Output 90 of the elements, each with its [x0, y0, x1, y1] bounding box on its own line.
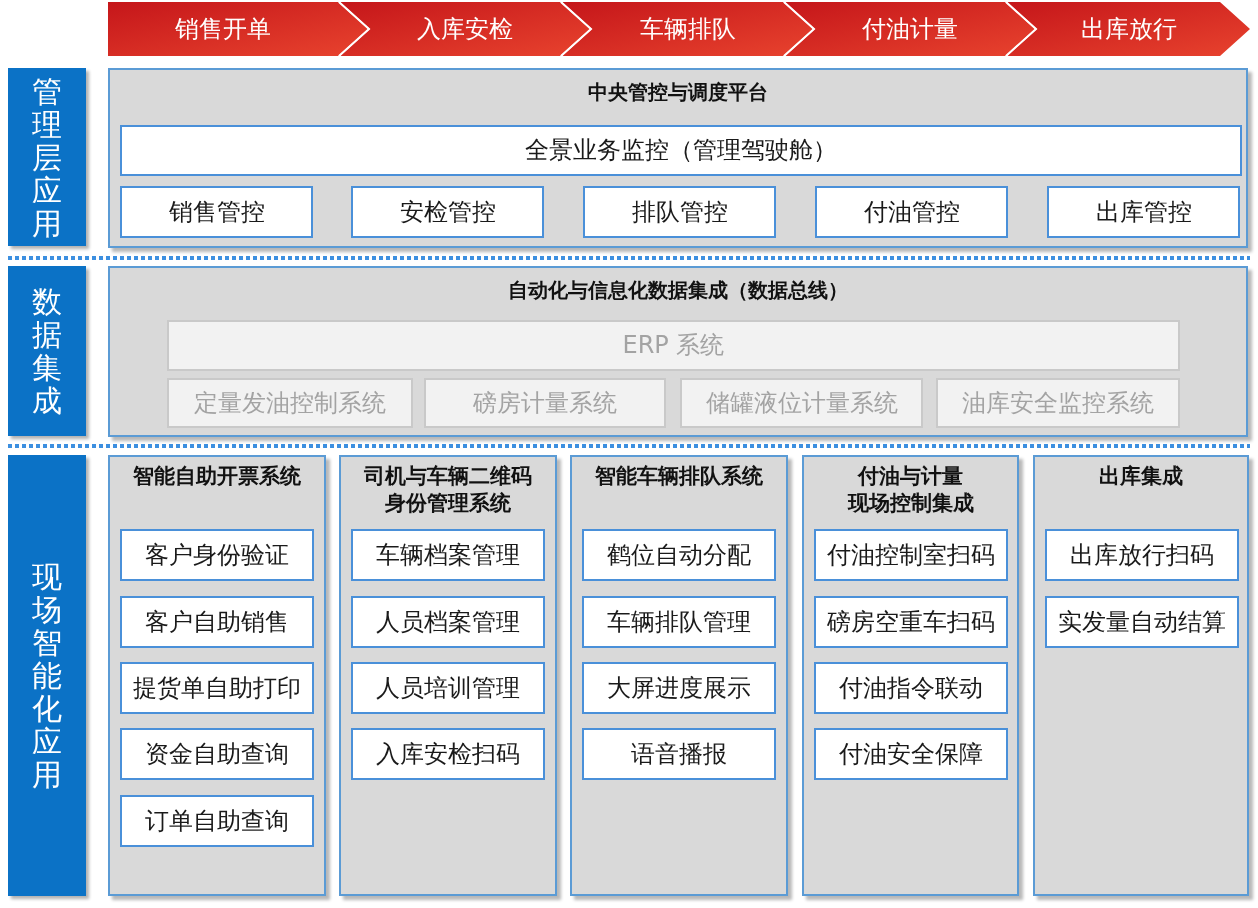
function-label: 付油安全保障: [839, 739, 983, 769]
function-label: 安检管控: [399, 197, 496, 227]
system-box: [424, 378, 666, 428]
function-label: 订单自助查询: [145, 806, 289, 836]
column-heading: 智能车辆排队系统: [595, 463, 763, 490]
function-label: 大屏进度展示: [607, 673, 751, 703]
function-label: 资金自助查询: [145, 739, 289, 769]
function-box: [1047, 186, 1240, 238]
function-box: [351, 728, 545, 780]
step-label: 车辆排队: [639, 14, 736, 44]
platform-panel: [108, 266, 1248, 437]
process-step: [785, 2, 1035, 56]
system-column: [570, 455, 788, 896]
function-label: 鹤位自动分配: [607, 540, 751, 570]
system-box: [936, 378, 1180, 428]
function-box: [120, 728, 314, 780]
step-label: 付油计量: [862, 14, 958, 44]
function-box: [120, 125, 1242, 176]
system-label: ERP 系统: [622, 331, 725, 360]
function-box: [1045, 529, 1239, 581]
layer-label: 现场智能化应用: [32, 560, 62, 791]
function-box: [814, 596, 1008, 648]
function-box: [351, 186, 544, 238]
function-label: 出库放行扫码: [1070, 540, 1214, 570]
step-label: 出库放行: [1080, 14, 1177, 44]
function-label: 入库安检扫码: [376, 739, 520, 769]
function-label: 付油管控: [863, 197, 960, 227]
column-heading: 出库集成: [1099, 463, 1183, 490]
column-heading: 付油与计量现场控制集成: [847, 463, 974, 517]
function-label: 车辆排队管理: [607, 607, 751, 637]
system-box: [167, 320, 1180, 371]
function-box: [120, 795, 314, 847]
function-label: 人员培训管理: [376, 673, 520, 703]
function-box: [582, 529, 776, 581]
system-column: [339, 455, 557, 896]
column-heading: 智能自助开票系统: [133, 463, 301, 490]
system-box: [167, 378, 413, 428]
function-label: 客户自助销售: [145, 607, 289, 637]
function-label: 付油指令联动: [839, 673, 983, 703]
process-step: [1007, 2, 1250, 56]
function-label: 人员档案管理: [376, 607, 520, 637]
system-column: [108, 455, 326, 896]
function-box: [814, 529, 1008, 581]
function-box: [582, 596, 776, 648]
function-box: [120, 186, 313, 238]
function-box: [815, 186, 1008, 238]
function-box: [120, 529, 314, 581]
system-label: 磅房计量系统: [473, 388, 617, 418]
layer-band: [8, 455, 86, 896]
function-box: [814, 728, 1008, 780]
function-box: [814, 662, 1008, 714]
layer-label: 数据集成: [32, 285, 62, 417]
function-label: 实发量自动结算: [1058, 607, 1226, 637]
process-step: [562, 2, 813, 56]
function-label: 全景业务监控（管理驾驶舱）: [525, 136, 837, 165]
panel-heading: 中央管控与调度平台: [588, 79, 768, 105]
function-label: 提货单自助打印: [133, 673, 301, 703]
column-heading: 司机与车辆二维码身份管理系统: [364, 463, 532, 517]
system-column: [802, 455, 1019, 896]
function-box: [120, 662, 314, 714]
function-label: 排队管控: [631, 197, 728, 227]
step-label: 销售开单: [175, 14, 271, 44]
function-box: [351, 529, 545, 581]
function-label: 付油控制室扫码: [827, 540, 995, 570]
system-box: [680, 378, 923, 428]
function-label: 车辆档案管理: [376, 540, 520, 570]
function-box: [583, 186, 776, 238]
step-label: 入库安检: [417, 14, 513, 44]
process-step: [108, 2, 368, 56]
function-box: [582, 662, 776, 714]
function-label: 销售管控: [168, 197, 265, 227]
system-label: 油库安全监控系统: [962, 388, 1154, 418]
function-box: [1045, 596, 1239, 648]
layer-label: 管理层应用: [32, 74, 62, 240]
panel-heading: 自动化与信息化数据集成（数据总线）: [508, 277, 848, 303]
function-box: [120, 596, 314, 648]
process-step: [340, 2, 590, 56]
function-label: 出库管控: [1095, 197, 1192, 227]
function-label: 语音播报: [631, 739, 727, 769]
platform-panel: [108, 68, 1248, 248]
function-box: [351, 596, 545, 648]
function-label: 磅房空重车扫码: [827, 607, 995, 637]
function-box: [351, 662, 545, 714]
system-column: [1033, 455, 1249, 896]
function-box: [582, 728, 776, 780]
layer-band: [8, 266, 86, 436]
system-label: 定量发油控制系统: [194, 388, 386, 418]
layer-band: [8, 68, 86, 246]
function-label: 客户身份验证: [145, 540, 289, 570]
system-label: 储罐液位计量系统: [705, 388, 898, 418]
